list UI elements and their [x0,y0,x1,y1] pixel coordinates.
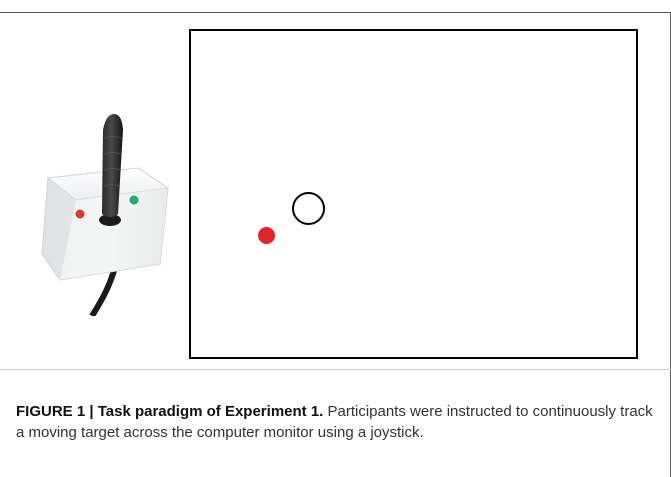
monitor-frame [189,29,638,359]
caption-divider [0,369,671,370]
target-circle [292,192,325,225]
figure-caption-text: Participants were instructed to continuo… [16,403,653,441]
cursor-dot [258,227,275,244]
joystick-icon [30,104,182,318]
figure-caption: FIGURE 1 | Task paradigm of Experiment 1… [16,402,662,443]
top-rule [0,12,671,13]
figure-label: FIGURE 1 | Task paradigm of Experiment 1… [16,403,324,420]
